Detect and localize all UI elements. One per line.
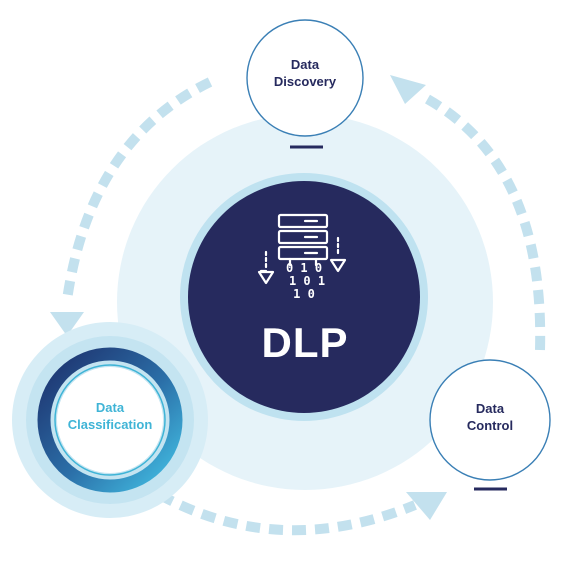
node-data-classification-label: Data Classification: [50, 399, 170, 433]
dlp-core: [188, 181, 420, 413]
classification-gradient-ring: [37, 347, 183, 493]
arrow-control-to-discovery: [417, 90, 546, 351]
dlp-title: DLP: [261, 319, 349, 366]
arrow-discovery-to-classification: [62, 77, 213, 301]
binary-row-1: 0 1 0: [285, 261, 323, 275]
arrow-classification-to-control: [157, 490, 417, 536]
node-data-control-label: Data Control: [435, 400, 545, 434]
binary-digits: 0 1 0 1 0 1 1 0: [276, 262, 332, 301]
node-data-discovery-circle: [246, 19, 364, 137]
classification-line1: Data: [95, 400, 125, 415]
control-line1: Data: [475, 401, 505, 416]
arrowhead-control: [406, 492, 447, 520]
node-data-control-circle: [429, 359, 551, 481]
node-data-discovery-label: Data Discovery: [250, 56, 360, 90]
arrowheads: [50, 75, 447, 520]
node-data-control: [429, 359, 551, 491]
binary-row-3: 1 0: [293, 287, 315, 301]
discovery-line2: Discovery: [273, 74, 337, 89]
arrowhead-classification: [50, 312, 84, 336]
classification-core: [57, 367, 163, 473]
control-line2: Control: [466, 418, 514, 433]
arrowhead-discovery: [390, 75, 426, 104]
classification-line2: Classification: [67, 417, 153, 432]
node-data-classification: [12, 322, 208, 518]
cycle-arrows: [62, 77, 546, 536]
binary-row-2: 1 0 1: [288, 274, 326, 288]
node-data-discovery: [246, 19, 364, 149]
server-binary-icon: [257, 213, 347, 285]
discovery-line1: Data: [290, 57, 320, 72]
classification-thin-ring: [54, 364, 166, 476]
